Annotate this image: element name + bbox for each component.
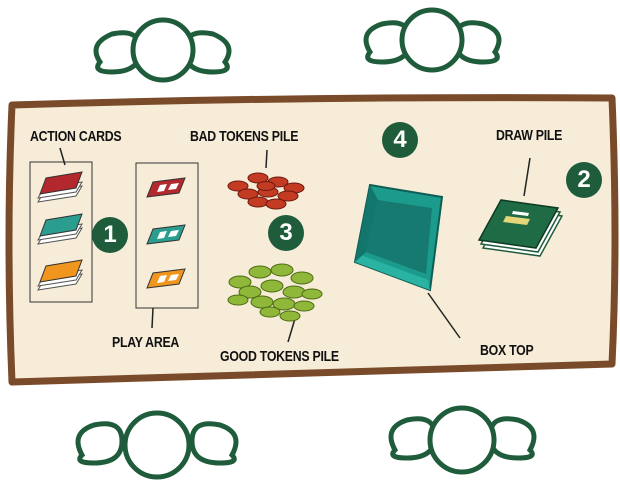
- player-seat-icon: [96, 20, 229, 80]
- draw-pile-label: DRAW PILE: [496, 127, 562, 144]
- bad-tokens-pile-label: BAD TOKENS PILE: [190, 128, 298, 145]
- box-top-label: BOX TOP: [480, 342, 533, 359]
- play-area-label: PLAY AREA: [112, 334, 179, 351]
- step-marker-3: 3: [268, 215, 304, 251]
- player-seat-icon: [391, 408, 534, 472]
- action-cards-label: ACTION CARDS: [30, 128, 121, 145]
- step-marker-2: 2: [566, 162, 602, 198]
- good-tokens-pile-label: GOOD TOKENS PILE: [220, 348, 339, 365]
- player-seat-icon: [78, 413, 236, 477]
- player-seat-icon: [366, 10, 499, 70]
- step-marker-4: 4: [382, 122, 418, 158]
- step-marker-1: 1: [92, 217, 128, 253]
